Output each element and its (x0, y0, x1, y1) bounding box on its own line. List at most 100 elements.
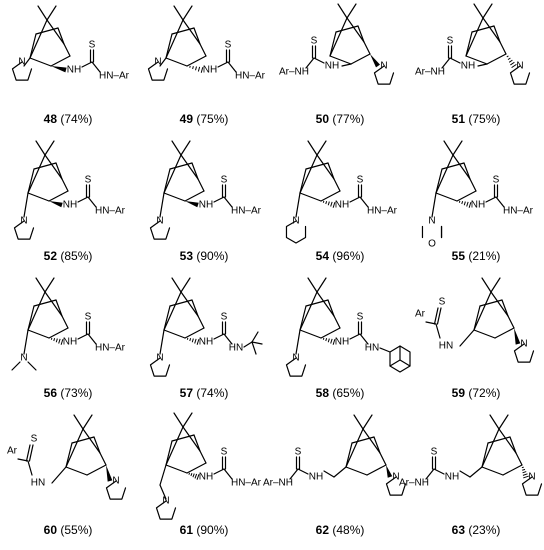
bond (509, 436, 517, 454)
bond (357, 25, 365, 43)
bond (50, 55, 71, 67)
bond (346, 17, 365, 43)
hash-stroke (523, 475, 529, 479)
bond (251, 331, 259, 343)
double-bond (25, 444, 31, 462)
nh-label: NH (325, 61, 339, 72)
bond (11, 361, 21, 371)
compound-number: 51 (451, 112, 465, 126)
sulfur-label: S (221, 175, 228, 186)
ring-nitrogen: N (392, 472, 399, 483)
sulfur-label: S (89, 40, 96, 51)
bond (197, 178, 205, 192)
compound-caption: 55 (21%) (408, 249, 544, 263)
bond (27, 291, 46, 331)
pyrrolidine-ring (285, 357, 307, 377)
bond (481, 466, 504, 476)
ring-nitrogen: N (156, 353, 163, 364)
ring-oxygen: O (428, 239, 436, 250)
bond (169, 299, 193, 307)
bond (441, 162, 465, 170)
bond (27, 305, 35, 331)
bond (299, 305, 307, 331)
ring-nitrogen: N (516, 61, 523, 72)
bond (327, 162, 335, 180)
hash-stroke (511, 63, 517, 69)
bond (213, 468, 225, 475)
bond (182, 5, 193, 21)
bond (346, 3, 357, 19)
bond (320, 327, 341, 339)
hn-ar-label: HN–Ar (231, 206, 262, 217)
hn-ar-label: HN–Ar (95, 206, 126, 217)
compound-number: 49 (179, 112, 193, 126)
compound-number: 52 (43, 249, 57, 263)
compound-yield: (75%) (468, 112, 501, 126)
bond (29, 33, 37, 59)
hash-stroke (50, 337, 53, 340)
bond (353, 414, 364, 430)
bond (515, 452, 523, 466)
hash-stroke (192, 473, 195, 478)
ring-nitrogen: N (292, 353, 299, 364)
hash-stroke (463, 201, 466, 206)
bond (81, 61, 93, 68)
bond (349, 196, 361, 203)
compound-number: 53 (179, 249, 193, 263)
hash-stroke (194, 338, 197, 344)
bond (165, 426, 184, 466)
sulfur-label: S (225, 40, 232, 51)
pyrrolidine-ring (149, 357, 171, 377)
hash-stroke (186, 337, 189, 340)
bornane-skeleton (163, 140, 205, 202)
compound-number: 58 (315, 386, 329, 400)
compound-number: 59 (451, 386, 465, 400)
bond (345, 442, 353, 468)
bond (431, 192, 437, 218)
bond (217, 61, 229, 68)
pyrrolidine-ring (11, 61, 33, 81)
nh-label: NH (445, 472, 459, 483)
bond (171, 434, 195, 442)
ar-label: Ar (7, 446, 18, 457)
bond (227, 61, 237, 73)
bond (373, 436, 381, 454)
bond (86, 464, 107, 476)
bond (320, 190, 341, 202)
bond (33, 162, 57, 170)
hash-stroke (522, 471, 527, 474)
nh-label: NH (67, 65, 81, 76)
bond (481, 428, 500, 468)
compound-yield: (74%) (196, 386, 229, 400)
bond (498, 428, 517, 454)
double-bond (28, 444, 34, 462)
bond (307, 277, 318, 293)
ring-bonds (147, 61, 169, 81)
ring-bonds (149, 357, 171, 377)
compound-yield: (85%) (60, 249, 93, 263)
compound-caption: 57 (74%) (136, 386, 272, 400)
bond (65, 442, 73, 468)
bond (51, 466, 67, 484)
bond (171, 27, 195, 35)
bond (173, 5, 184, 21)
hash-stroke (332, 339, 336, 345)
hash-stroke (192, 66, 194, 70)
wedge-bond (386, 465, 393, 478)
nh-label: NH (199, 200, 213, 211)
bond (363, 41, 371, 55)
hash-stroke (458, 200, 461, 203)
bond (443, 140, 454, 156)
sulfur-label: S (431, 447, 438, 458)
bond (199, 450, 207, 464)
bond (329, 55, 352, 65)
bond (197, 315, 205, 329)
compound-number: 62 (315, 523, 329, 537)
ar-nh-label: Ar–NH (399, 478, 429, 489)
compound-yield: (90%) (196, 523, 229, 537)
